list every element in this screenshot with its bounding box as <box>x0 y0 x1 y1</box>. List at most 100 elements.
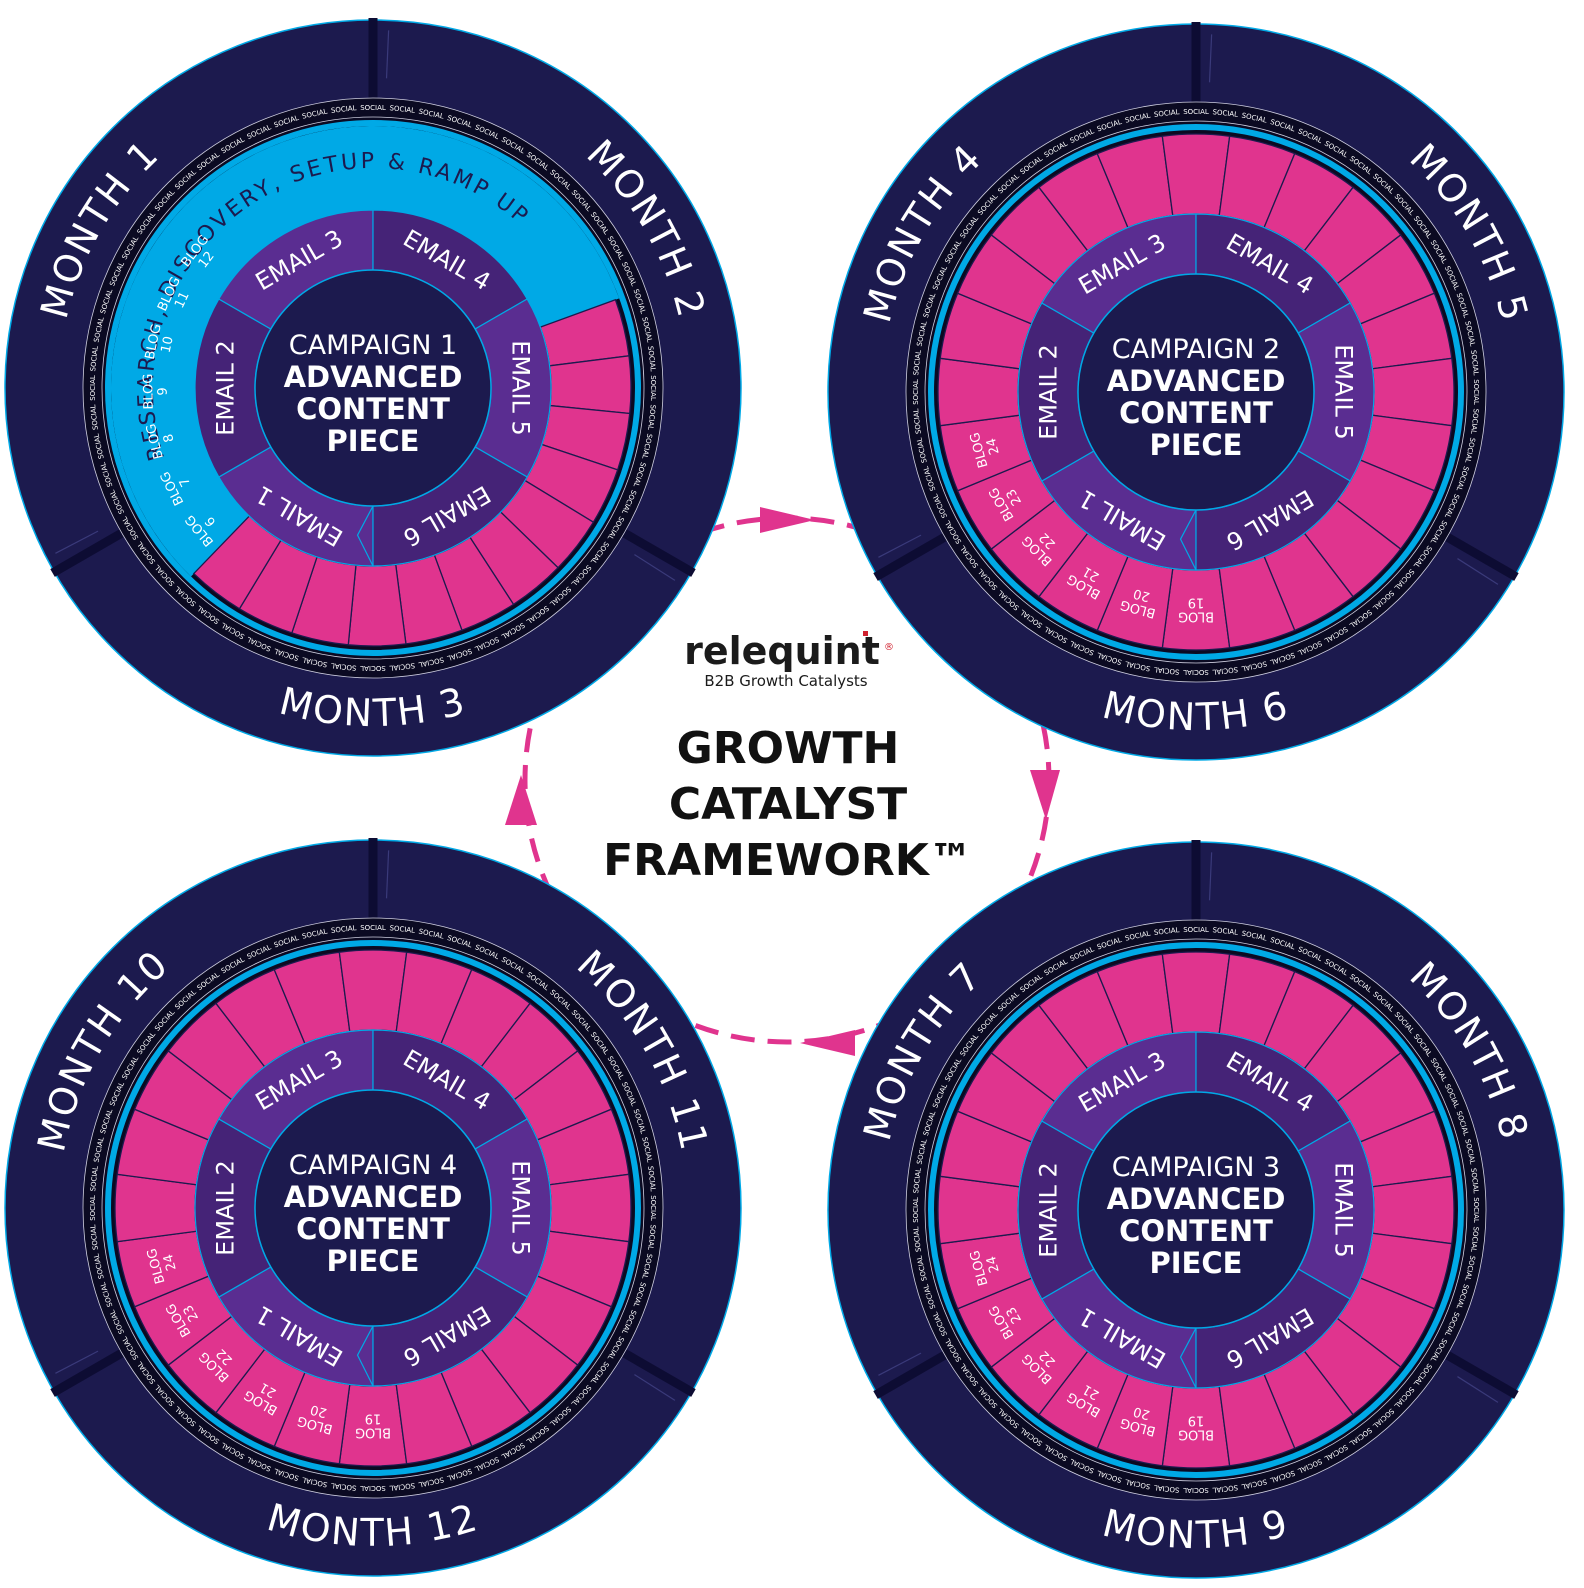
blog-segment <box>347 563 407 647</box>
month-divider-highlight <box>634 554 676 581</box>
social-label: SOCIAL <box>1154 108 1180 119</box>
month-divider-highlight <box>1457 1376 1499 1403</box>
social-label: SOCIAL <box>331 924 357 935</box>
blog-label: BLOG20 <box>296 1399 338 1437</box>
content-piece-line: CONTENT <box>296 392 450 426</box>
social-label: SOCIAL <box>389 1481 415 1492</box>
blog-label: BLOG24 <box>968 1245 1006 1287</box>
social-label: SOCIAL <box>330 1481 356 1492</box>
social-label: SOCIAL <box>1183 108 1209 116</box>
center-block: relequint ® B2B Growth Catalysts GROWTH … <box>603 629 973 886</box>
social-label: SOCIAL <box>1212 108 1238 119</box>
content-piece-line: CONTENT <box>296 1212 450 1246</box>
email-label: EMAIL 5 <box>507 340 535 436</box>
month-divider-highlight <box>55 1350 99 1374</box>
social-label: SOCIAL <box>646 404 657 430</box>
email-label: EMAIL 2 <box>1034 344 1062 440</box>
social-label: SOCIAL <box>89 1224 100 1250</box>
social-label: SOCIAL <box>389 104 415 115</box>
social-label: SOCIAL <box>360 924 386 932</box>
blue-ring <box>105 120 641 656</box>
month-divider-highlight <box>385 30 390 79</box>
social-label: SOCIAL <box>1472 379 1480 405</box>
blog-label: BLOG24 <box>145 1243 183 1285</box>
social-label: SOCIAL <box>646 1224 657 1250</box>
blue-ring <box>928 124 1464 660</box>
logo-accent-mark <box>863 631 868 636</box>
blog-segment <box>1161 951 1231 1035</box>
email-label: EMAIL 2 <box>211 340 239 436</box>
blog-segment <box>1371 1175 1455 1245</box>
social-label: SOCIAL <box>646 346 657 372</box>
email-divider <box>356 1325 374 1387</box>
social-label: SOCIAL <box>360 664 386 672</box>
content-piece-line: ADVANCED <box>1107 1182 1286 1216</box>
blog-label: BLOG23 <box>986 1296 1029 1342</box>
month-divider-highlight <box>385 850 390 899</box>
social-label: SOCIAL <box>1153 665 1179 676</box>
month-divider-highlight <box>878 1352 922 1376</box>
social-label: SOCIAL <box>1469 408 1480 434</box>
social-label: SOCIAL <box>331 104 357 115</box>
month-divider-highlight <box>878 534 922 558</box>
email-label: EMAIL 5 <box>1330 1162 1358 1258</box>
social-label: SOCIAL <box>1154 926 1180 937</box>
social-label: SOCIAL <box>1212 665 1238 676</box>
social-label: SOCIAL <box>1469 1226 1480 1252</box>
month-divider-highlight <box>55 530 99 554</box>
blog-label: BLOG10 <box>143 323 179 364</box>
blog-label: BLOG20 <box>1119 1401 1161 1439</box>
email-divider <box>1179 1327 1197 1389</box>
social-label: SOCIAL <box>389 661 415 672</box>
content-piece-line: PIECE <box>327 1244 420 1278</box>
email-divider <box>356 505 374 567</box>
framework-title-line-1: GROWTH <box>677 723 900 774</box>
blog-segment <box>937 357 1021 427</box>
social-label: SOCIAL <box>1212 1483 1238 1494</box>
month-divider-highlight <box>634 1374 676 1401</box>
social-label: SOCIAL <box>1469 1168 1480 1194</box>
blog-label: BLOG9 <box>141 373 171 409</box>
blog-segment <box>937 1175 1021 1245</box>
email-label: EMAIL 5 <box>1330 344 1358 440</box>
content-piece-line: PIECE <box>1150 1246 1243 1280</box>
social-label: SOCIAL <box>912 379 920 405</box>
blue-ring <box>928 942 1464 1478</box>
social-label: SOCIAL <box>389 924 415 935</box>
social-label: SOCIAL <box>1472 1197 1480 1223</box>
arrow-to-campaign-4 <box>800 1030 855 1056</box>
blog-segment <box>548 1173 632 1243</box>
blog-label: BLOG24 <box>968 427 1006 469</box>
content-piece-line: CONTENT <box>1119 396 1273 430</box>
campaign-core <box>1077 1091 1315 1329</box>
social-ring-inner-edge <box>101 116 645 660</box>
social-label: SOCIAL <box>330 661 356 672</box>
content-piece-line: PIECE <box>327 424 420 458</box>
cycle-arrows <box>505 507 1060 1056</box>
blue-ring <box>105 940 641 1476</box>
social-label: SOCIAL <box>1469 350 1480 376</box>
month-divider <box>873 533 948 581</box>
social-label: SOCIAL <box>646 1166 657 1192</box>
research-banner <box>111 126 620 577</box>
social-label: SOCIAL <box>89 404 100 430</box>
campaign-label: CAMPAIGN 4 <box>289 1150 458 1181</box>
logo-registered-mark: ® <box>884 642 894 653</box>
blog-segment <box>114 1173 198 1243</box>
framework-title-line-2: CATALYST <box>669 779 907 830</box>
blog-segment <box>1371 357 1455 427</box>
social-label: SOCIAL <box>649 375 657 401</box>
campaign-core <box>254 269 492 507</box>
social-ring-inner-edge <box>924 120 1468 664</box>
social-label: SOCIAL <box>649 1195 657 1221</box>
campaign-label: CAMPAIGN 2 <box>1112 334 1281 365</box>
month-divider-highlight <box>1457 558 1499 585</box>
blog-label: BLOG19 <box>1178 1412 1214 1441</box>
blog-segment <box>1161 133 1231 217</box>
blog-label: BLOG19 <box>355 1410 391 1439</box>
month-divider <box>873 1351 948 1399</box>
